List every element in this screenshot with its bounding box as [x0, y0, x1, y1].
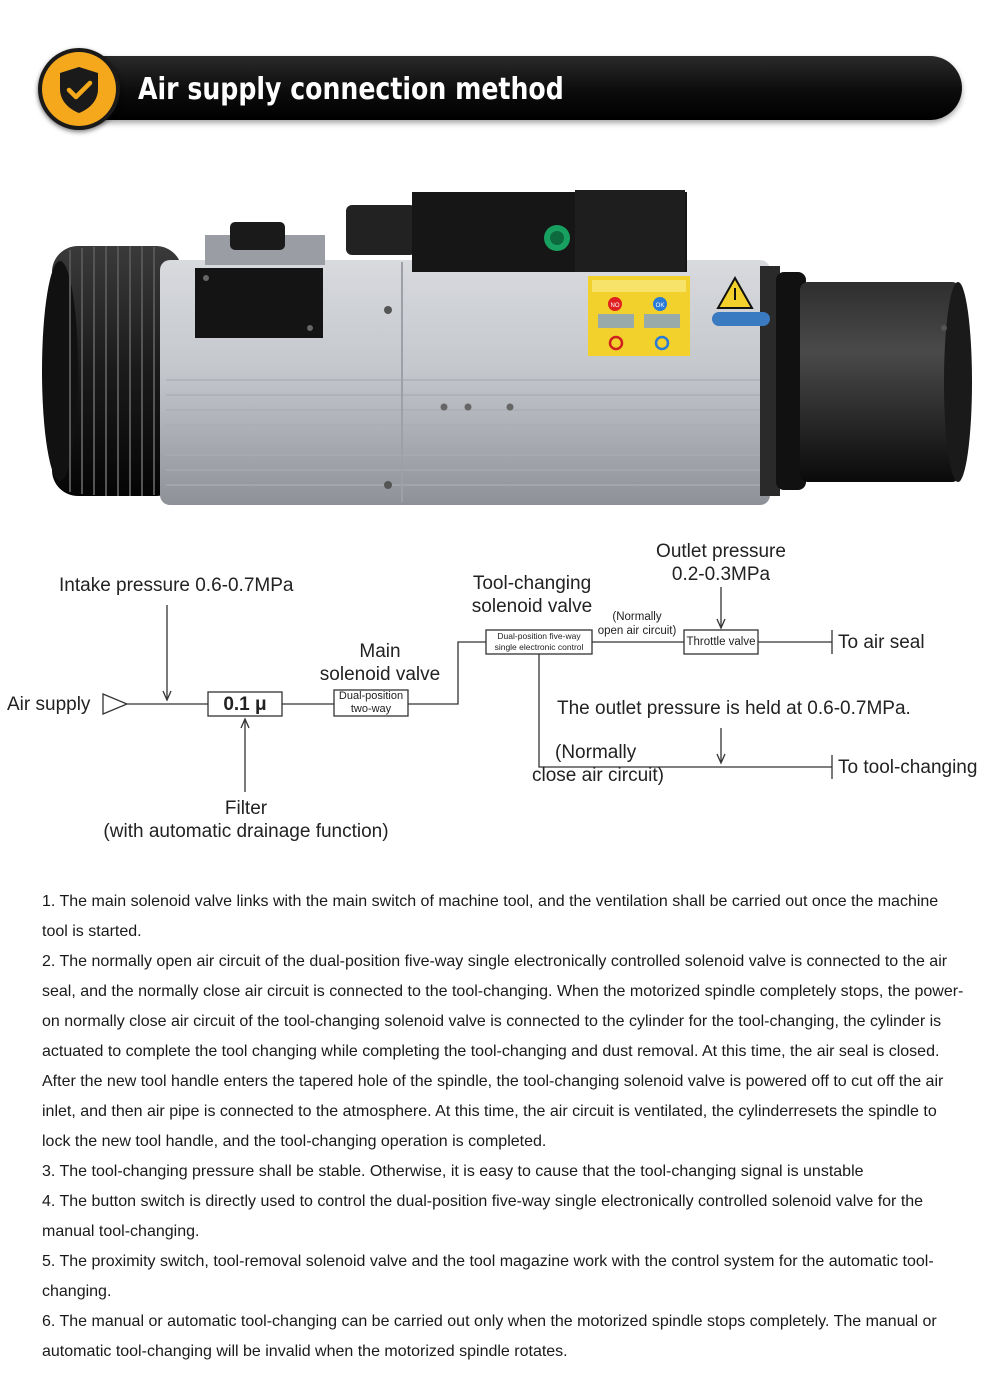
note-item-5: 5. The proximity switch, tool-removal so… [42, 1253, 934, 1300]
dual-position-five-way-box: Dual-position five-way single electronic… [494, 631, 584, 652]
warning-triangle-icon [716, 275, 754, 309]
air-supply-label: Air supply [7, 694, 91, 715]
normally-close-label: (Normally close air circuit) [532, 742, 664, 786]
warning-label: NO OK [588, 276, 690, 356]
spindle-nose [712, 266, 972, 496]
tool-changing-valve-label: Tool-changing solenoid valve [471, 573, 593, 617]
filter-label: Filter (with automatic drainage function… [103, 798, 389, 842]
intake-pressure-label: Intake pressure 0.6-0.7MPa [59, 575, 294, 596]
normally-open-label: (Normally open air circuit) [597, 611, 677, 637]
page-title: Air supply connection method [138, 72, 564, 107]
note-item-4: 4. The button switch is directly used to… [42, 1193, 924, 1240]
air-circuit-diagram: Outlet pressure 0.2-0.3MPa Intake pressu… [0, 530, 1000, 860]
note-item-1: 1. The main solenoid valve links with th… [42, 893, 939, 940]
label-ok-text: OK [656, 303, 665, 309]
to-tool-changing-label: To tool-changing [838, 757, 978, 778]
rear-fan-cover [42, 246, 182, 496]
solenoid-valve-block [205, 190, 687, 272]
spindle-illustration: NO OK [42, 190, 972, 505]
to-air-seal-label: To air seal [838, 632, 925, 653]
notes-list: 1. The main solenoid valve links with th… [42, 887, 967, 1367]
label-no-text: NO [611, 303, 620, 309]
dual-position-two-way-box: Dual-position two-way [338, 690, 404, 715]
main-valve-label: Main solenoid valve [319, 641, 441, 685]
filter-rating-box: 0.1 μ [223, 694, 267, 715]
title-banner [40, 56, 962, 120]
note-item-6: 6. The manual or automatic tool-changing… [42, 1313, 937, 1360]
note-item-3: 3. The tool-changing pressure shall be s… [42, 1163, 864, 1180]
note-item-2: 2. The normally open air circuit of the … [42, 953, 964, 1150]
outlet-held-label: The outlet pressure is held at 0.6-0.7MP… [557, 698, 911, 719]
throttle-valve-box: Throttle valve [686, 636, 756, 648]
shield-badge [38, 48, 120, 130]
shield-check-icon [60, 67, 98, 113]
outlet-pressure-label: Outlet pressure 0.2-0.3MPa [656, 541, 786, 585]
diagram-lines [102, 587, 833, 792]
